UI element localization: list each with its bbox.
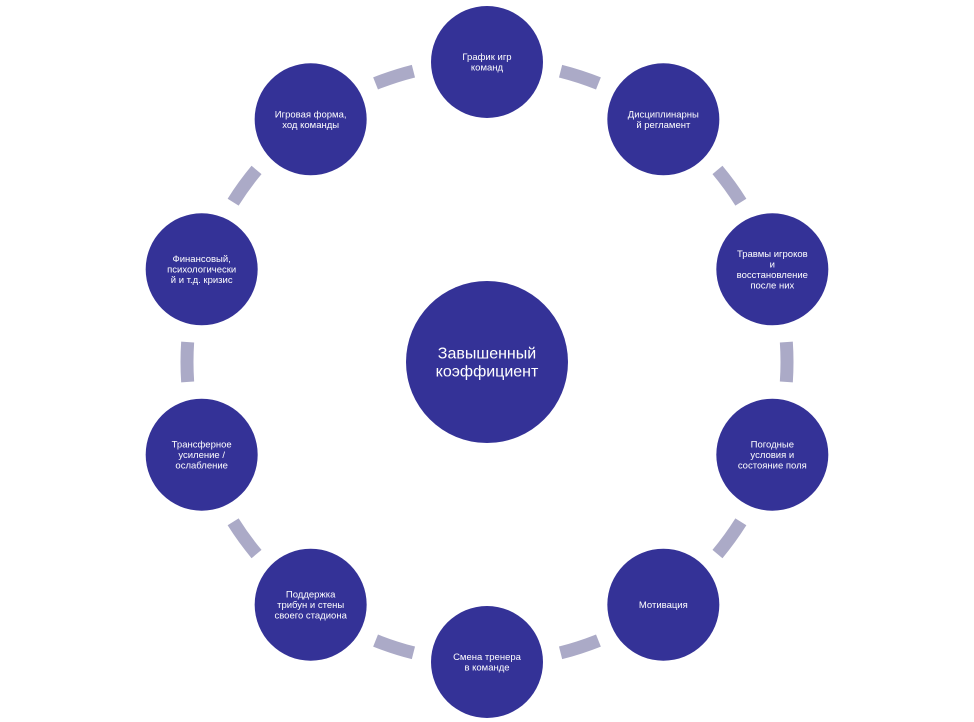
node-circle bbox=[145, 398, 258, 511]
node-schedule-label-line: команд bbox=[471, 63, 504, 74]
node-injuries-label-line: и bbox=[770, 259, 775, 270]
node-circle bbox=[431, 606, 543, 718]
center-label-line: коэффициент bbox=[436, 364, 539, 381]
connector-arc bbox=[558, 634, 601, 660]
connector-arc bbox=[558, 64, 601, 90]
node-circle bbox=[716, 398, 829, 511]
node-crisis-label-line: й и т.д. кризис bbox=[171, 275, 233, 286]
node-form-label-line: Игровая форма, bbox=[275, 109, 347, 120]
node-discipline-label-line: й регламент bbox=[636, 120, 691, 131]
node-form-label-line: ход команды bbox=[282, 120, 339, 131]
node-circle bbox=[254, 63, 367, 176]
connector-arc bbox=[373, 64, 416, 90]
node-motivation-label: Мотивация bbox=[639, 600, 688, 611]
node-circle bbox=[254, 548, 367, 661]
node-injuries-label-line: восстановление bbox=[737, 270, 808, 281]
node-circle bbox=[145, 213, 258, 326]
node-circle bbox=[431, 6, 543, 118]
node-support-label-line: трибун и стены bbox=[277, 600, 344, 611]
node-support-label-line: Поддержка bbox=[286, 590, 336, 601]
connector-arc bbox=[373, 634, 416, 660]
node-coach-label-line: в команде bbox=[464, 663, 509, 674]
node-weather-label-line: Погодные bbox=[751, 440, 794, 451]
connector-arc bbox=[227, 165, 262, 206]
node-coach-label-line: Смена тренера bbox=[453, 652, 522, 663]
connector-arc bbox=[180, 341, 195, 383]
connector-arc bbox=[712, 165, 747, 206]
node-discipline-label-line: Дисциплинарны bbox=[628, 109, 699, 120]
node-transfer-label-line: усиление / bbox=[178, 450, 225, 461]
node-weather-label-line: состояние поля bbox=[738, 461, 807, 472]
node-transfer-label-line: ослабление bbox=[175, 461, 228, 472]
node-transfer-label-line: Трансферное bbox=[172, 440, 232, 451]
center-circle bbox=[406, 281, 568, 443]
node-form-label: Игровая форма,ход команды bbox=[275, 109, 347, 131]
node-injuries-label-line: Травмы игроков bbox=[737, 249, 808, 260]
node-weather-label-line: условия и bbox=[750, 450, 794, 461]
node-crisis-label-line: Финансовый, bbox=[173, 254, 231, 265]
node-circle bbox=[607, 548, 720, 661]
node-schedule-label-line: График игр bbox=[462, 52, 511, 63]
connector-arc bbox=[779, 341, 794, 383]
node-form: Игровая форма,ход команды bbox=[254, 63, 367, 176]
connector-arc bbox=[227, 518, 262, 559]
connector-layer bbox=[180, 64, 794, 660]
node-motivation: Мотивация bbox=[607, 548, 720, 661]
node-motivation-label-line: Мотивация bbox=[639, 600, 688, 611]
connector-arc bbox=[712, 518, 747, 559]
node-circle bbox=[716, 213, 829, 326]
node-injuries-label-line: после них bbox=[750, 280, 794, 291]
node-support-label-line: своего стадиона bbox=[274, 611, 347, 622]
node-crisis-label-line: психологически bbox=[167, 265, 236, 276]
center-label-line: Завышенный bbox=[438, 346, 536, 363]
node-circle bbox=[607, 63, 720, 176]
